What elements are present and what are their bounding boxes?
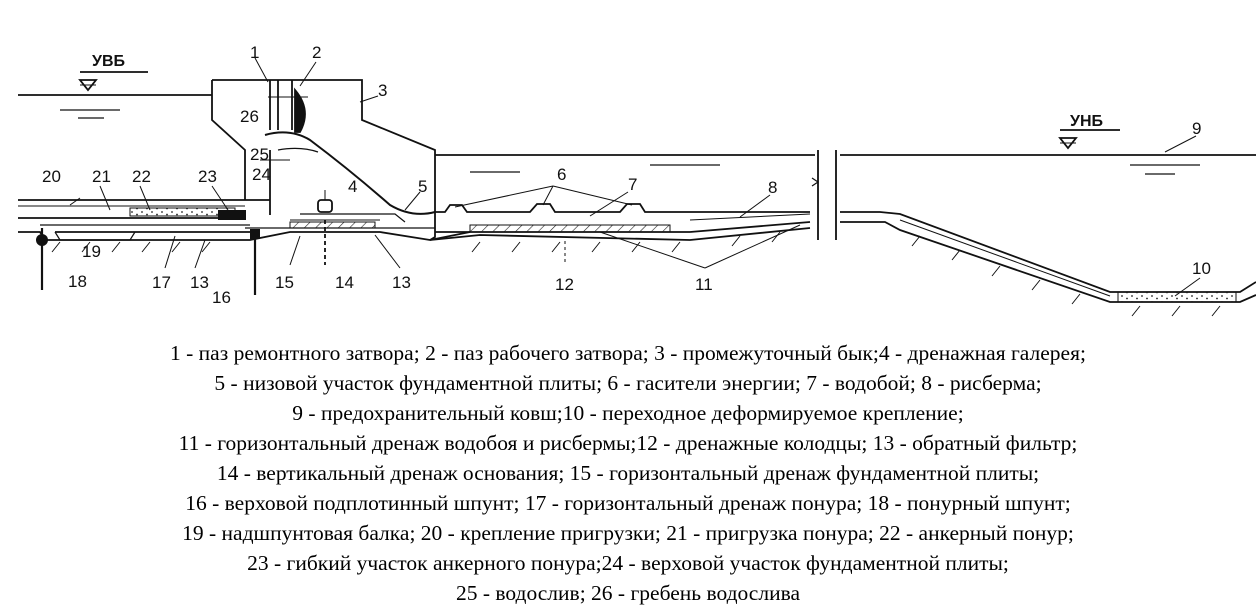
label-25: 25	[250, 145, 269, 164]
label-20: 20	[42, 167, 61, 186]
legend-line: 14 - вертикальный дренаж основания; 15 -…	[216, 461, 1040, 485]
label-18: 18	[68, 272, 87, 291]
label-14: 14	[335, 273, 354, 292]
label-22: 22	[132, 167, 151, 186]
stilling-basin	[435, 203, 810, 213]
label-15: 15	[275, 273, 294, 292]
legend-line: 1 - паз ремонтного затвора; 2 - паз рабо…	[170, 341, 1086, 365]
label-23: 23	[198, 167, 217, 186]
label-2: 2	[312, 43, 321, 62]
dam-cross-section-drawing: УВБ УНБ 1 2 3 26 25 24 4 5 6 7 8 9 10 11…	[18, 43, 1256, 317]
label-24: 24	[252, 165, 271, 184]
label-26: 26	[240, 107, 259, 126]
upstream-level-label: УВБ	[92, 53, 125, 70]
riprap-and-scour-pit	[840, 211, 1256, 293]
legend: 1 - паз ремонтного затвора; 2 - паз рабо…	[0, 338, 1256, 608]
label-19: 19	[82, 242, 101, 261]
label-9: 9	[1192, 119, 1201, 138]
label-13b: 13	[392, 273, 411, 292]
legend-line: 25 - водослив; 26 - гребень водослива	[456, 581, 800, 605]
legend-line: 5 - низовой участок фундаментной плиты; …	[214, 371, 1042, 395]
dam-body	[211, 79, 436, 241]
legend-line: 23 - гибкий участок анкерного понура;24 …	[247, 551, 1009, 575]
label-13a: 13	[190, 273, 209, 292]
label-8: 8	[768, 178, 777, 197]
label-16: 16	[212, 288, 231, 307]
ground-line-upstream	[18, 231, 471, 241]
label-5: 5	[418, 177, 427, 196]
legend-line: 9 - предохранительный ковш;10 - переходн…	[292, 401, 964, 425]
label-17: 17	[152, 273, 171, 292]
label-7: 7	[628, 175, 637, 194]
label-6: 6	[557, 165, 566, 184]
label-1: 1	[250, 43, 259, 62]
legend-line: 19 - надшпунтовая балка; 20 - крепление …	[182, 521, 1074, 545]
legend-line: 11 - горизонтальный дренаж водобоя и рис…	[178, 431, 1078, 455]
label-3: 3	[378, 81, 387, 100]
label-21: 21	[92, 167, 111, 186]
label-10: 10	[1192, 259, 1211, 278]
downstream-level-label: УНБ	[1070, 113, 1103, 130]
label-12: 12	[555, 275, 574, 294]
legend-line: 16 - верховой подплотинный шпунт; 17 - г…	[185, 491, 1071, 515]
label-11: 11	[695, 275, 713, 294]
label-4: 4	[348, 177, 357, 196]
